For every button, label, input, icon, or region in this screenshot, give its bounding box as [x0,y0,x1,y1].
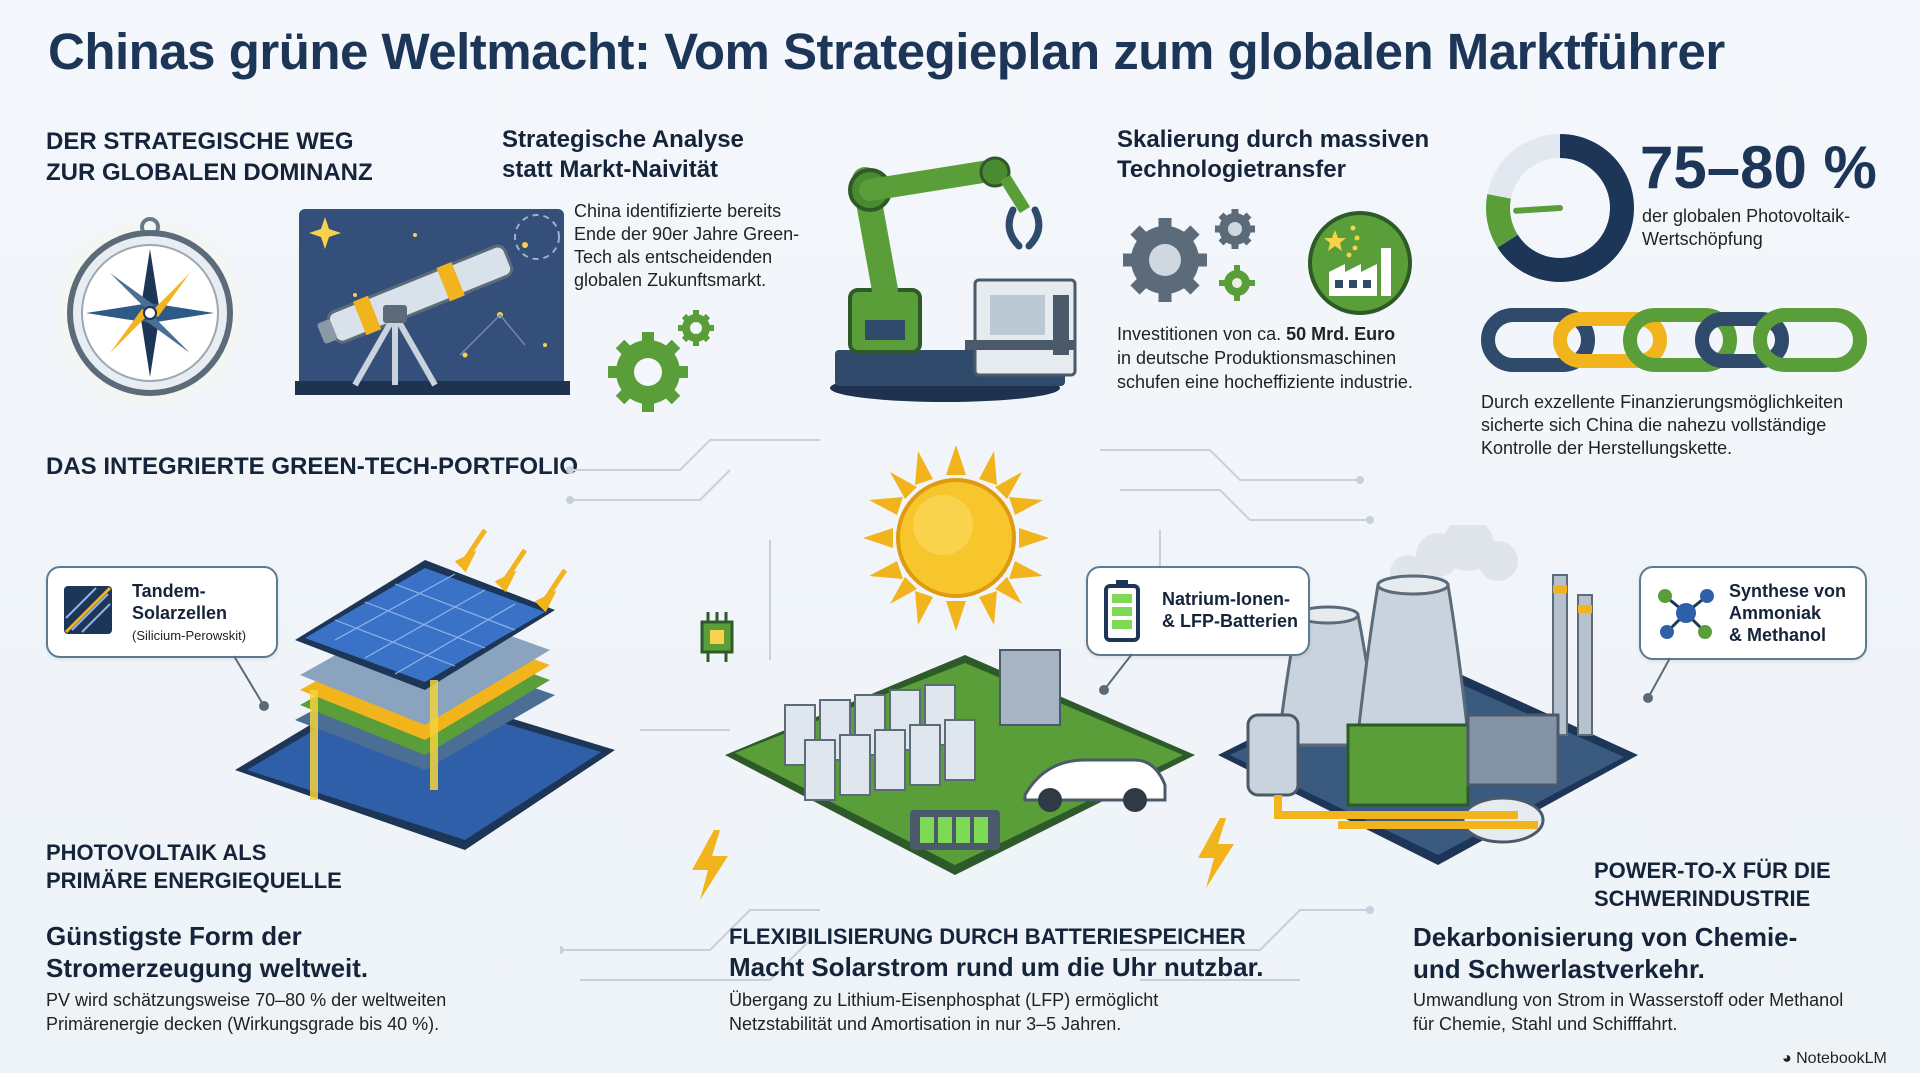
analysis-text: China identifizierte bereits Ende der 90… [574,201,800,290]
analysis-heading: Strategische Analyse statt Markt-Naivitä… [502,126,744,183]
callout-pointer [1099,653,1133,695]
callout-battery: Natrium-Ionen- & LFP-Batterien [1086,566,1310,656]
flex-text: Übergang zu Lithium-Eisenphosphat (LFP) … [729,990,1159,1034]
solar-panel-stack-illustration [235,528,615,850]
stat-label: der globalen Photovoltaik- Wertschöpfung [1642,206,1851,249]
gauge-needle [1513,205,1563,214]
notebooklm-logo-icon: ◕ [1782,1050,1792,1067]
pv-label: PHOTOVOLTAIK ALS PRIMÄRE ENERGIEQUELLE [46,840,342,893]
power-to-x-plant-illustration [1218,525,1638,865]
ptx-label: POWER-TO-X FÜR DIE SCHWERINDUSTRIE [1594,858,1831,911]
china-factory-icon [1308,211,1412,315]
callout-synthesis: Synthese von Ammoniak & Methanol [1639,566,1867,660]
sun-icon [863,445,1049,631]
callout-tandem: Tandem- Solarzellen (Silicium-Perowskit) [46,566,278,658]
flex-label: FLEXIBILISIERUNG DURCH BATTERIESPEICHER [729,924,1246,949]
gauge-arc [1497,134,1634,282]
transfer-heading: Skalierung durch massiven Technologietra… [1117,126,1430,183]
lightning-bolt-icon [692,830,728,900]
market-share-gauge [1486,134,1634,282]
chip-icon [700,612,734,662]
callout-pointer [1643,657,1671,703]
strategy-heading: DER STRATEGISCHE WEG ZUR GLOBALEN DOMINA… [46,128,373,186]
stat-value: 75–80 % [1640,134,1877,201]
robot-arm-illustration [830,156,1077,402]
gauge-arc-accent [1486,194,1519,248]
molecule-icon [1658,589,1714,639]
battery-icon [1104,580,1140,642]
telescope-illustration [295,209,570,395]
gears-icon [608,310,714,412]
transfer-gears-icon [1123,209,1255,302]
brand-watermark: ◕ NotebookLM [1782,1050,1887,1067]
battery-storage-illustration [725,649,1195,875]
ptx-headline: Dekarbonisierung von Chemie- und Schwerl… [1413,922,1798,984]
compass-icon [52,215,248,405]
portfolio-heading: DAS INTEGRIERTE GREEN-TECH-PORTFOLIO [46,453,579,480]
flex-headline: Macht Solarstrom rund um die Uhr nutzbar… [729,952,1264,982]
ptx-text: Umwandlung von Strom in Wasserstoff oder… [1413,990,1844,1034]
page-title: Chinas grüne Weltmacht: Vom Strategiepla… [48,23,1725,80]
pv-text: PV wird schätzungsweise 70–80 % der welt… [46,990,447,1034]
callout-pointer [233,655,269,711]
chain-icon [1481,308,1867,372]
circuit-lines [560,439,1374,981]
pv-headline: Günstigste Form der Stromerzeugung weltw… [46,921,369,983]
transfer-text: Investitionen von ca. 50 Mrd. Euro in de… [1117,324,1413,392]
lightning-bolt-icon [1198,818,1234,888]
chain-text: Durch exzellente Finanzierungsmöglichkei… [1481,392,1844,458]
solar-cell-icon [64,586,112,634]
